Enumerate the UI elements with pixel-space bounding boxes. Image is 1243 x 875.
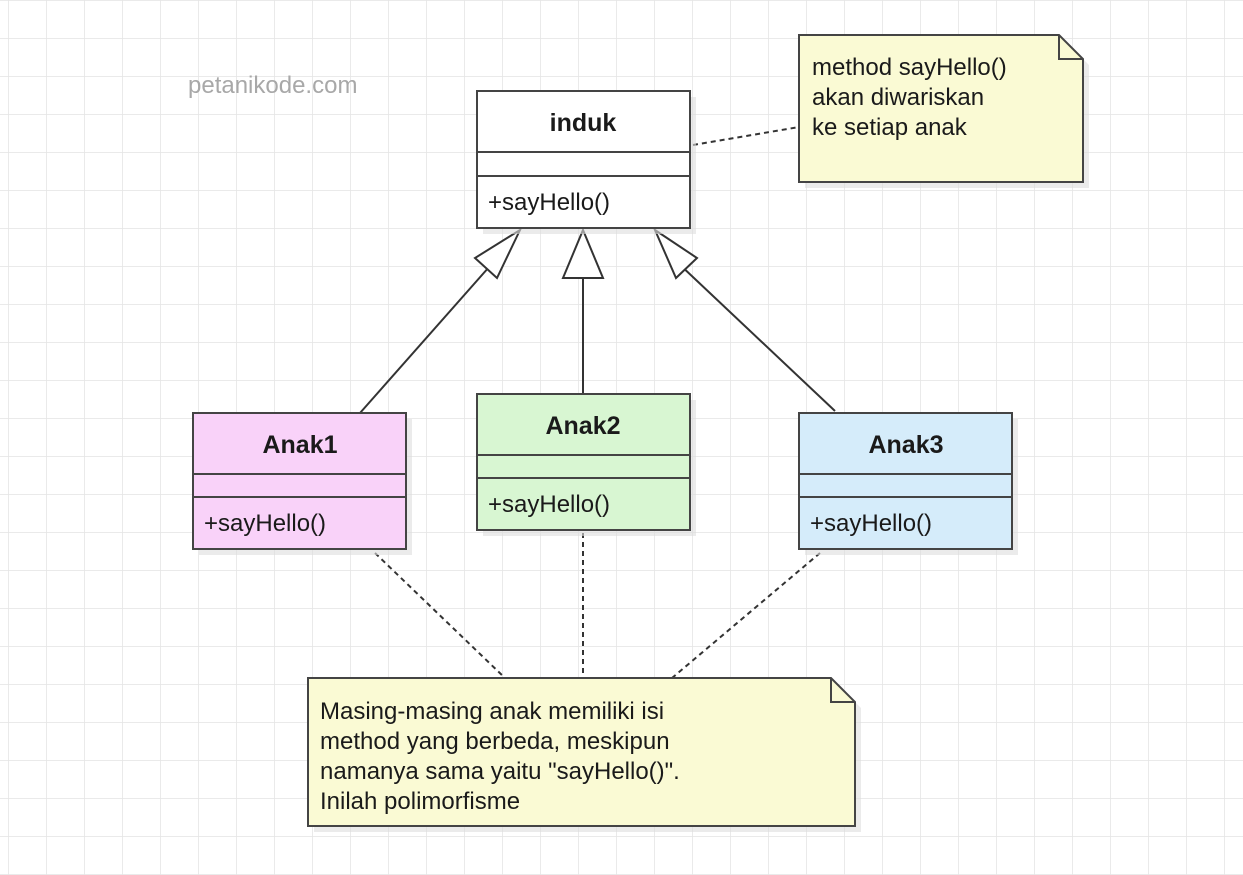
inheritance-arrows (359, 227, 836, 414)
note-line: namanya sama yaitu "sayHello()". (320, 758, 680, 785)
inheritance-line-anak1 (359, 257, 498, 414)
inheritance-arrowhead-icon (473, 227, 523, 280)
watermark: petanikode.com (188, 72, 357, 99)
class-name: Anak1 (262, 431, 337, 459)
class-anak3[interactable]: Anak3 +sayHello() (798, 412, 1018, 555)
class-name: Anak3 (868, 431, 943, 459)
note-link-anak1 (374, 552, 506, 679)
class-name: induk (550, 109, 617, 137)
note-polymorphism[interactable]: Masing-masing anak memiliki isi method y… (307, 677, 861, 832)
class-anak1[interactable]: Anak1 +sayHello() (192, 412, 412, 555)
class-method: +sayHello() (488, 491, 610, 518)
class-method: +sayHello() (810, 510, 932, 537)
note-line: Masing-masing anak memiliki isi (320, 698, 664, 725)
inheritance-arrowhead-icon (652, 227, 699, 280)
note-links (374, 126, 821, 679)
class-name: Anak2 (545, 412, 620, 440)
note-fold-icon (1058, 35, 1083, 60)
inheritance-line-anak3 (676, 261, 836, 412)
class-anak2[interactable]: Anak2 +sayHello() (476, 393, 696, 536)
class-induk[interactable]: induk +sayHello() (476, 90, 696, 234)
note-line: akan diwariskan (812, 84, 984, 111)
note-line: Inilah polimorfisme (320, 788, 520, 815)
note-line: ke setiap anak (812, 114, 968, 141)
note-line: method yang berbeda, meskipun (320, 728, 670, 755)
class-method: +sayHello() (488, 189, 610, 216)
note-line: method sayHello() (812, 54, 1007, 81)
inheritance-arrowhead-icon (561, 227, 605, 279)
note-inheritance[interactable]: method sayHello() akan diwariskan ke set… (798, 34, 1089, 188)
class-method: +sayHello() (204, 510, 326, 537)
note-fold-icon (830, 678, 855, 703)
